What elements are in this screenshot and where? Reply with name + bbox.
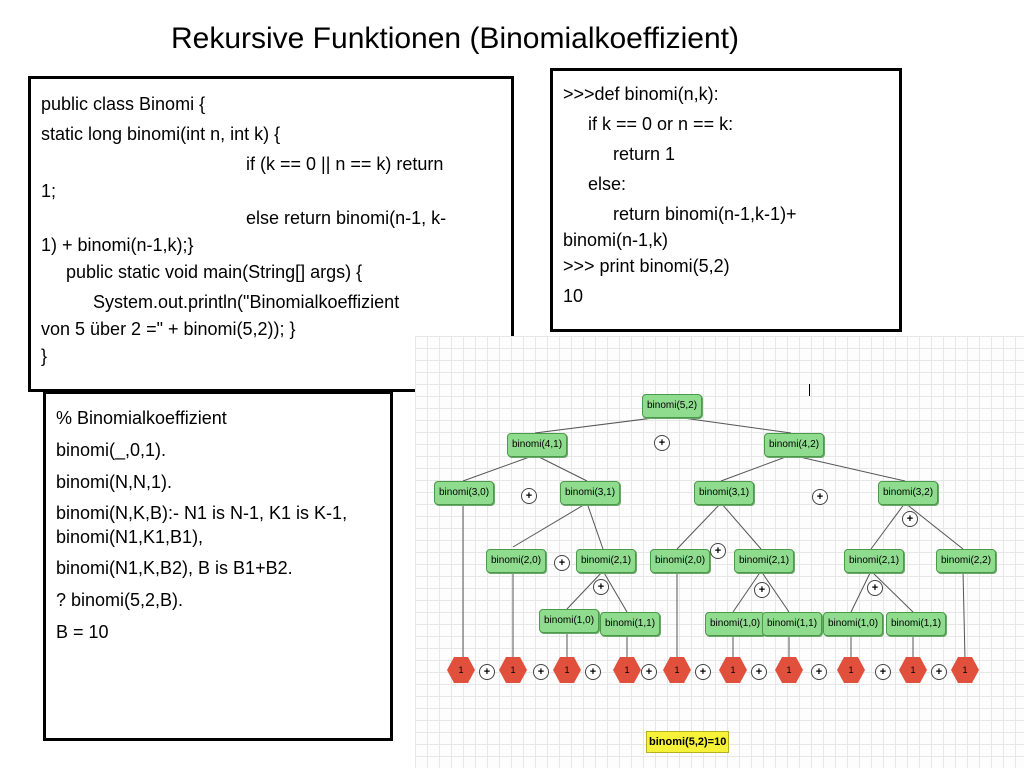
python-line: if k == 0 or n == k:: [588, 114, 734, 134]
prolog-line: binomi(N1,K,B2), B is B1+B2.: [56, 558, 293, 578]
tree-node: binomi(2,1): [576, 549, 637, 573]
page-title: Rekursive Funktionen (Binomialkoeffizien…: [170, 22, 740, 55]
java-line: }: [41, 346, 48, 366]
tree-node: binomi(4,2): [764, 433, 825, 457]
python-line: else:: [588, 174, 627, 194]
plus-icon: +: [521, 488, 537, 504]
text-cursor: [809, 384, 810, 396]
plus-icon: +: [533, 664, 549, 680]
tree-node: binomi(1,1): [600, 612, 661, 636]
python-line: >>> print binomi(5,2): [563, 256, 730, 276]
plus-icon: +: [902, 511, 918, 527]
tree-edges: [462, 415, 966, 660]
prolog-line: binomi(N,N,1).: [56, 472, 173, 492]
plus-icon: +: [931, 664, 947, 680]
java-line: static long binomi(int n, int k) {: [41, 124, 281, 144]
java-line: 1;: [41, 181, 57, 201]
plus-icon: +: [641, 664, 657, 680]
prolog-line: binomi(_,0,1).: [56, 440, 167, 460]
tree-node: binomi(2,0): [650, 549, 711, 573]
python-line: return 1: [613, 144, 676, 164]
recursion-tree: binomi(5,2) binomi(4,1) binomi(4,2) bino…: [415, 336, 1024, 768]
plus-icon: +: [812, 489, 828, 505]
plus-icon: +: [811, 664, 827, 680]
prolog-line: % Binomialkoeffizient: [56, 408, 227, 428]
plus-icon: +: [695, 664, 711, 680]
java-line: else return binomi(n-1, k-: [246, 208, 447, 228]
leaf-node: 1: [775, 657, 803, 683]
python-line: return binomi(n-1,k-1)+: [613, 204, 797, 224]
tree-node: binomi(3,0): [434, 481, 495, 505]
python-line: 10: [563, 286, 584, 306]
leaf-node: 1: [837, 657, 865, 683]
plus-icon: +: [585, 664, 601, 680]
python-line: >>>def binomi(n,k):: [563, 84, 719, 104]
leaf-node: 1: [663, 657, 691, 683]
prolog-line: binomi(N,K,B):- N1 is N-1, K1 is K-1, bi…: [56, 503, 348, 547]
tree-node: binomi(1,0): [823, 612, 884, 636]
tree-node: binomi(2,2): [936, 549, 997, 573]
plus-icon: +: [751, 664, 767, 680]
leaf-node: 1: [613, 657, 641, 683]
java-line: 1) + binomi(n-1,k);}: [41, 235, 194, 255]
plus-icon: +: [654, 435, 670, 451]
prolog-line: B = 10: [56, 622, 109, 642]
tree-node: binomi(3,2): [878, 481, 939, 505]
plus-icon: +: [710, 543, 726, 559]
python-code-box: >>>def binomi(n,k): if k == 0 or n == k:…: [550, 68, 902, 332]
python-line: binomi(n-1,k): [563, 230, 669, 250]
plus-icon: +: [867, 580, 883, 596]
tree-node: binomi(1,1): [886, 612, 947, 636]
tree-node: binomi(2,0): [486, 549, 547, 573]
plus-icon: +: [875, 664, 891, 680]
tree-node: binomi(4,1): [507, 433, 568, 457]
java-line: System.out.println("Binomialkoeffizient: [93, 292, 400, 312]
leaf-node: 1: [899, 657, 927, 683]
plus-icon: +: [593, 579, 609, 595]
tree-node: binomi(5,2): [642, 394, 703, 418]
plus-icon: +: [754, 582, 770, 598]
tree-node: binomi(2,1): [844, 549, 905, 573]
prolog-line: ? binomi(5,2,B).: [56, 590, 184, 610]
leaf-node: 1: [951, 657, 979, 683]
leaf-node: 1: [553, 657, 581, 683]
java-line: if (k == 0 || n == k) return: [246, 154, 444, 174]
tree-node: binomi(1,0): [539, 609, 600, 633]
plus-icon: +: [554, 555, 570, 571]
java-line: public class Binomi {: [41, 94, 206, 114]
tree-node: binomi(3,1): [694, 481, 755, 505]
java-code-box: public class Binomi { static long binomi…: [28, 76, 514, 392]
tree-node: binomi(2,1): [734, 549, 795, 573]
leaf-node: 1: [719, 657, 747, 683]
plus-icon: +: [479, 664, 495, 680]
java-line: von 5 über 2 =" + binomi(5,2)); }: [41, 319, 296, 339]
tree-node: binomi(3,1): [560, 481, 621, 505]
result-label: binomi(5,2)=10: [646, 731, 730, 753]
prolog-code-box: % Binomialkoeffizient binomi(_,0,1). bin…: [43, 391, 393, 741]
tree-node: binomi(1,0): [705, 612, 766, 636]
java-line: public static void main(String[] args) {: [66, 262, 363, 282]
tree-node: binomi(1,1): [762, 612, 823, 636]
